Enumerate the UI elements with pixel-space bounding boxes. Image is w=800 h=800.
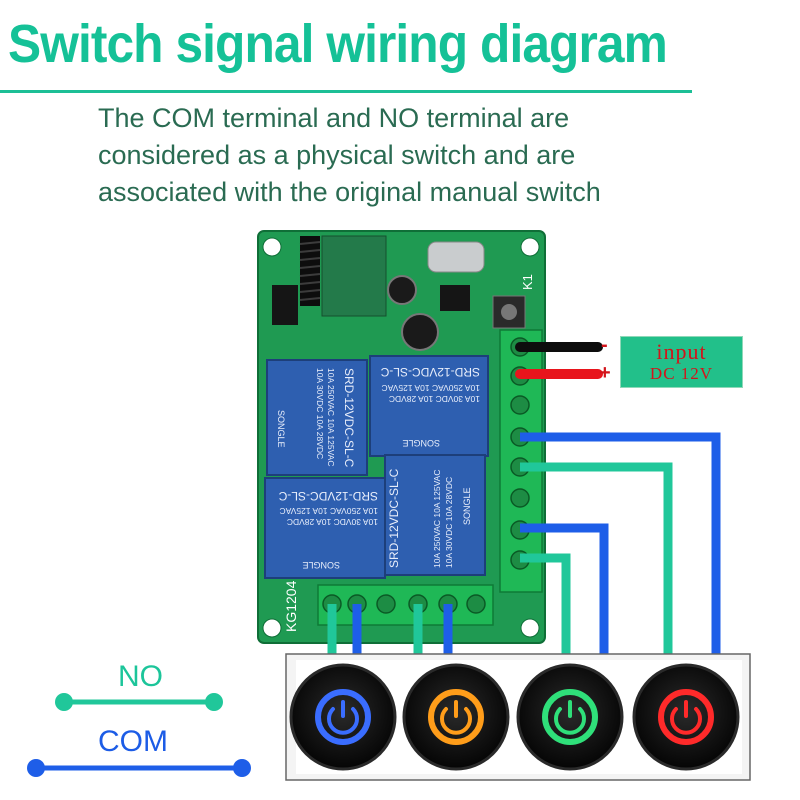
rf-module bbox=[321, 235, 387, 317]
relay: SRD-12VDC-SL-C 10A 250VAC 10A 125VAC 10A… bbox=[266, 359, 368, 476]
crystal bbox=[427, 241, 485, 273]
relay-rating-text: 10A 30VDC 10A 28VDC bbox=[389, 394, 480, 404]
description: The COM terminal and NO terminal are con… bbox=[98, 100, 738, 211]
relay-rating-text: 10A 250VAC 10A 125VAC bbox=[326, 368, 336, 466]
relay-model-text: SRD-12VDC-SL-C bbox=[342, 368, 356, 468]
legend-com-label: COM bbox=[98, 725, 168, 758]
power-icon bbox=[670, 707, 702, 735]
power-input-label: input DC 12V bbox=[620, 336, 743, 388]
ic-chip bbox=[272, 285, 298, 325]
relay-board: SRD-12VDC-SL-C 10A 250VAC 10A 125VAC 10A… bbox=[257, 230, 546, 644]
power-switch-red bbox=[632, 663, 740, 771]
terminal-block-bottom bbox=[317, 584, 494, 626]
power-icon bbox=[327, 707, 359, 735]
power-icon bbox=[440, 707, 472, 735]
relay-model-text: SRD-12VDC-SL-C bbox=[380, 365, 480, 379]
antenna-coil bbox=[299, 236, 321, 306]
power-icon bbox=[554, 707, 586, 735]
relay-rating-text: 10A 30VDC 10A 28VDC bbox=[444, 477, 454, 568]
capacitor bbox=[401, 313, 439, 351]
power-wires bbox=[515, 342, 603, 379]
legend bbox=[27, 693, 251, 777]
power-switch-blue bbox=[289, 663, 397, 771]
com-wire bbox=[520, 523, 609, 660]
relay-rating-text: 10A 30VDC 10A 28VDC bbox=[315, 368, 325, 459]
positive-sign: + bbox=[599, 362, 611, 384]
no-wire bbox=[520, 462, 673, 660]
input-voltage: DC 12V bbox=[649, 364, 714, 383]
switch-panel bbox=[285, 653, 751, 781]
relay: SRD-12VDC-SL-C 10A 250VAC 10A 125VAC 10A… bbox=[264, 477, 386, 579]
relay-rating-text: 10A 30VDC 10A 28VDC bbox=[287, 517, 378, 527]
board-model-text: KG1204 bbox=[283, 580, 299, 632]
legend-no-label: NO bbox=[118, 660, 163, 693]
relay-rating-text: 10A 250VAC 10A 125VAC bbox=[382, 383, 480, 393]
relay-model-text: SRD-12VDC-SL-C bbox=[278, 489, 378, 503]
power-switch-green bbox=[516, 663, 624, 771]
learn-button bbox=[501, 304, 517, 320]
power-switch-orange bbox=[402, 663, 510, 771]
title-underline bbox=[0, 90, 692, 93]
relay-brand-text: SONGLE bbox=[276, 410, 286, 448]
relay-rating-text: 10A 250VAC 10A 125VAC bbox=[280, 506, 378, 516]
relay-brand-text: SONGLE bbox=[302, 560, 340, 570]
input-label: input bbox=[656, 339, 707, 364]
ic-chip bbox=[440, 285, 470, 311]
page-title: Switch signal wiring diagram bbox=[8, 14, 668, 74]
com-wire bbox=[520, 432, 721, 660]
description-line: associated with the original manual swit… bbox=[98, 177, 601, 207]
no-wire bbox=[520, 553, 571, 660]
relay-rating-text: 10A 250VAC 10A 125VAC bbox=[432, 470, 442, 568]
description-line: considered as a physical switch and are bbox=[98, 140, 576, 170]
negative-sign: - bbox=[601, 334, 608, 356]
capacitor bbox=[387, 275, 417, 305]
relay-brand-text: SONGLE bbox=[462, 487, 472, 525]
relay: SRD-12VDC-SL-C 10A 250VAC 10A 125VAC 10A… bbox=[384, 454, 486, 576]
relay-brand-text: SONGLE bbox=[402, 438, 440, 448]
signal-wires bbox=[327, 432, 721, 660]
description-line: The COM terminal and NO terminal are bbox=[98, 103, 570, 133]
relay: SRD-12VDC-SL-C 10A 250VAC 10A 125VAC 10A… bbox=[369, 355, 489, 457]
relay-model-text: SRD-12VDC-SL-C bbox=[387, 468, 401, 568]
antenna-id-text: K1 bbox=[520, 274, 535, 290]
